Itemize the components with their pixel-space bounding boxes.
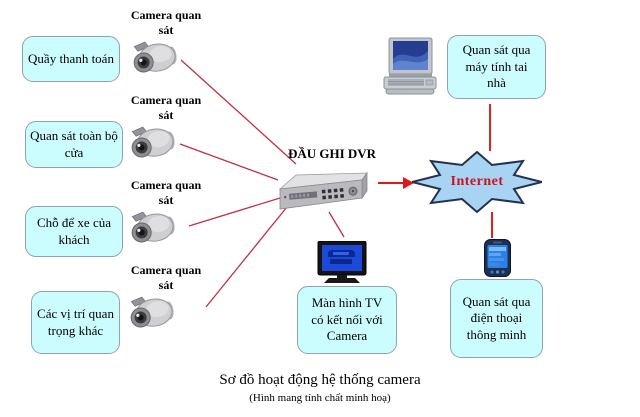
camera1-icon <box>133 41 177 73</box>
camera3-icon <box>131 211 175 243</box>
line-camera3-dvr <box>188 197 281 227</box>
location-box-parking: Chỗ để xe của khách <box>25 206 123 257</box>
remote-phone-box-label: Quan sát qua điện thoại thông minh <box>462 293 531 342</box>
line-dvr-tv <box>328 211 345 238</box>
camera1-label: Camera quan sát <box>130 8 202 37</box>
line-camera2-dvr <box>179 143 279 181</box>
dvr-icon <box>278 171 368 210</box>
camera2-icon <box>131 126 175 158</box>
remote-pc-box: Quan sát qua máy tính tai nhà <box>447 35 546 99</box>
remote-pc-box-label: Quan sát qua máy tính tai nhà <box>462 42 531 91</box>
location-box-other-label: Các vị trí quan trọng khác <box>37 305 114 338</box>
arrow-dvr-internet-head <box>403 177 414 189</box>
camera3-label: Camera quan sát <box>130 178 202 207</box>
internet-cloud <box>412 151 542 213</box>
location-box-door-label: Quan sát toàn bộ cửa <box>30 127 118 160</box>
tv-icon <box>317 241 367 283</box>
dvr-label: ĐẦU GHI DVR <box>287 146 377 161</box>
tv-box: Màn hình TV có kết nối với Camera <box>297 286 397 354</box>
location-box-checkout-label: Quầy thanh toán <box>28 50 114 66</box>
caption-title: Sơ đồ hoạt động hệ thống camera <box>219 372 421 388</box>
location-box-other: Các vị trí quan trọng khác <box>31 291 120 354</box>
location-box-parking-label: Chỗ để xe của khách <box>36 214 111 247</box>
remote-phone-box: Quan sát qua điện thoại thông minh <box>450 279 543 358</box>
caption-subtitle: (Hình mang tính chất minh hoạ) <box>249 392 391 404</box>
location-box-checkout: Quầy thanh toán <box>22 36 120 82</box>
camera4-label: Camera quan sát <box>130 263 202 292</box>
laptop-icon <box>383 37 437 95</box>
location-box-door: Quan sát toàn bộ cửa <box>25 121 123 168</box>
internet-label: Internet <box>450 174 504 189</box>
smartphone-icon <box>484 239 511 277</box>
camera4-icon <box>130 296 174 328</box>
line-camera4-dvr <box>205 201 292 308</box>
camera2-label: Camera quan sát <box>130 93 202 122</box>
line-camera1-dvr <box>180 59 297 165</box>
tv-box-label: Màn hình TV có kết nối với Camera <box>311 295 383 344</box>
